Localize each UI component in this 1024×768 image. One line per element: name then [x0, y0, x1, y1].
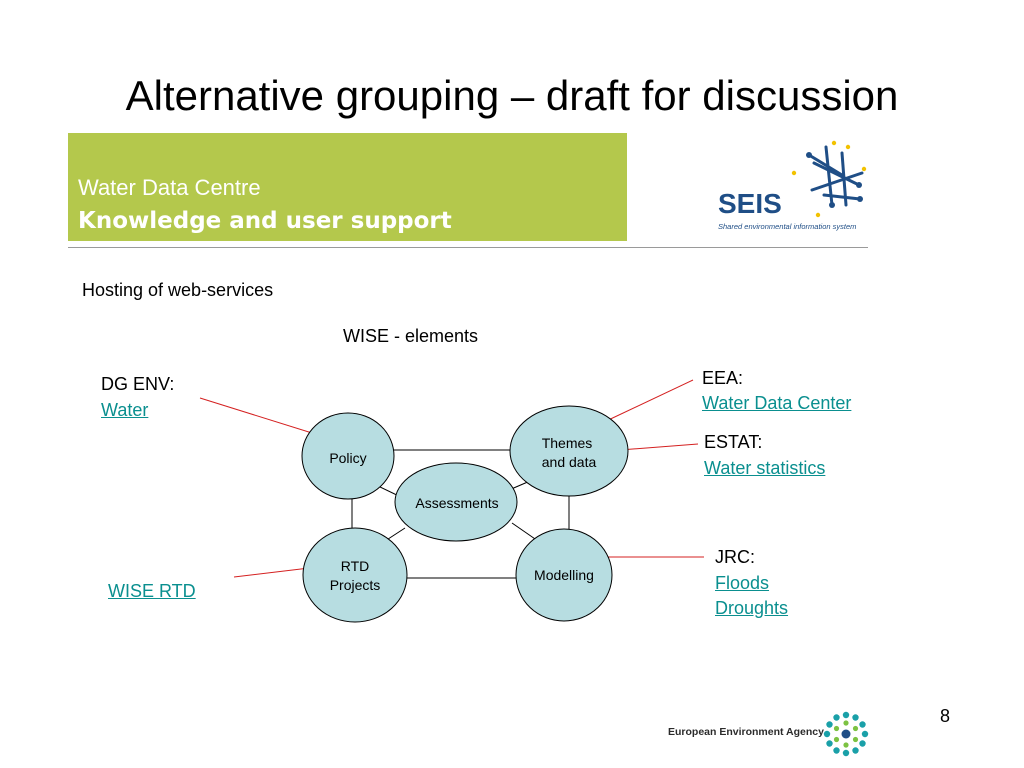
dg-env-label: DG ENV: — [101, 374, 175, 394]
water-statistics-link[interactable]: Water statistics — [704, 458, 826, 478]
node-rtd-projects — [302, 527, 408, 623]
seis-logo-tagline: Shared environmental information system — [718, 222, 856, 231]
wise-rtd-link[interactable]: WISE RTD — [108, 581, 196, 601]
jrc-label: JRC: — [715, 547, 755, 567]
node-themes-label-1: Themes — [542, 435, 593, 451]
seis-star-icon — [807, 145, 864, 207]
page-number: 8 — [940, 706, 951, 726]
banner: Water Data Centre Knowledge and user sup… — [68, 133, 627, 241]
eea-label: EEA: — [702, 368, 744, 388]
divider-line — [68, 247, 868, 248]
droughts-link[interactable]: Droughts — [715, 598, 789, 618]
node-rtd-label-1: RTD — [341, 558, 370, 574]
seis-logo-name: SEIS — [718, 188, 782, 219]
slide-title: Alternative grouping – draft for discuss… — [125, 72, 899, 119]
banner-subtitle: Knowledge and user support — [78, 208, 452, 234]
hosting-label: Hosting of web-services — [82, 280, 274, 300]
floods-link[interactable]: Floods — [715, 573, 770, 593]
node-assessments-label: Assessments — [415, 495, 498, 511]
node-rtd-label-2: Projects — [330, 577, 381, 593]
estat-label: ESTAT: — [704, 432, 763, 452]
eea-footer-text: European Environment Agency — [668, 726, 824, 738]
connector-dg-env — [199, 397, 329, 439]
seis-logo: SEIS Shared environmental information sy… — [718, 140, 867, 231]
eea-logo-icon — [823, 711, 869, 757]
node-modelling-label: Modelling — [534, 567, 594, 583]
node-modelling — [515, 528, 613, 622]
node-themes-label-2: and data — [542, 454, 597, 470]
node-themes-and-data — [509, 405, 629, 497]
node-assessments — [394, 462, 518, 542]
water-data-center-link[interactable]: Water Data Center — [702, 393, 852, 413]
node-policy — [301, 412, 395, 500]
water-link[interactable]: Water — [101, 400, 149, 420]
node-policy-label: Policy — [329, 450, 366, 466]
diagram-title: WISE - elements — [343, 326, 479, 346]
edge-modelling-assessments — [511, 522, 539, 542]
connector-eea — [601, 379, 694, 424]
banner-title: Water Data Centre — [78, 175, 261, 200]
